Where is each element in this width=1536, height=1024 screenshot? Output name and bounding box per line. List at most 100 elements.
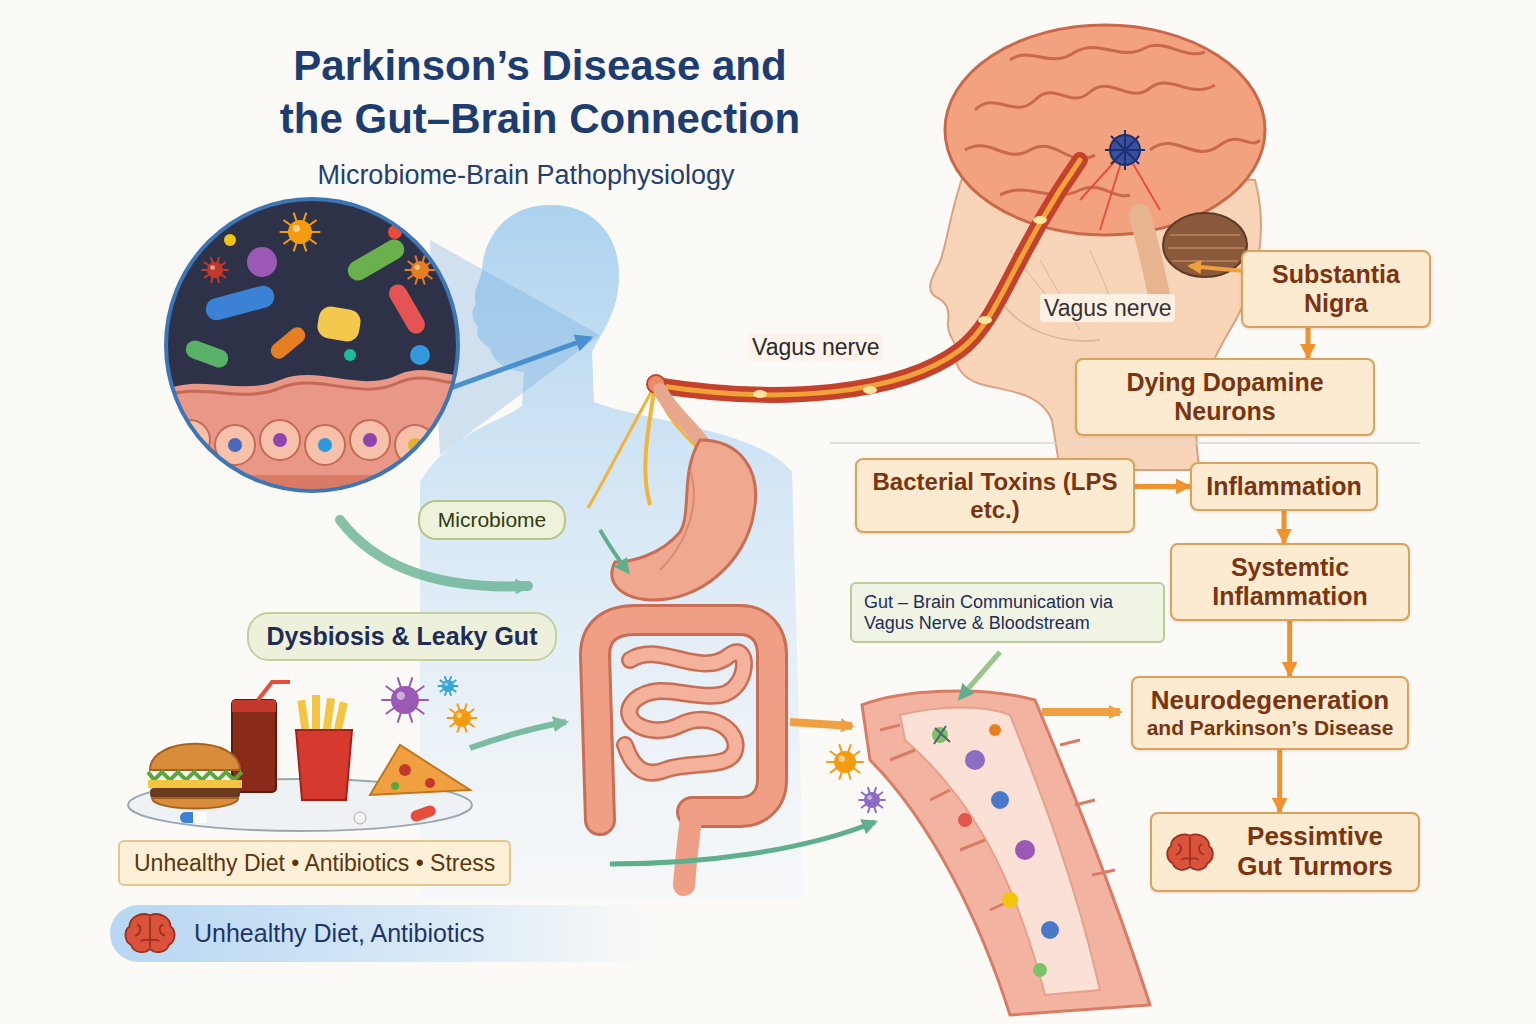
unhealthy-food (152, 798, 238, 809)
microbe (444, 682, 448, 686)
gut-cross-section (989, 724, 1001, 736)
flow-arrow (610, 822, 875, 864)
brain-icon (160, 925, 165, 936)
brain-icon (1199, 844, 1204, 854)
microbiome-closeup (273, 433, 287, 447)
microbiome-closeup (160, 378, 470, 398)
zoom-cone (445, 338, 590, 390)
unhealthy-food (128, 682, 472, 831)
vagus-nerve (863, 386, 877, 394)
node-text: Systemtic Inflammation (1186, 553, 1394, 611)
microbiome-closeup (247, 247, 277, 277)
brain (1140, 215, 1160, 300)
brain-icon (125, 914, 174, 952)
flow-arrow (1042, 708, 1120, 716)
gut-cross-section (991, 791, 1009, 809)
intestines (595, 620, 772, 885)
microbiome-closeup (316, 305, 363, 344)
flow-arrow (600, 530, 628, 572)
pill-label: Dysbiosis & Leaky Gut (247, 612, 558, 661)
brain-icon (1167, 834, 1213, 869)
microbe (201, 257, 228, 283)
gut-cross-section (900, 708, 1100, 996)
outcome-box: Pessimtive Gut Turmors (1150, 812, 1420, 892)
microbe (447, 703, 478, 732)
microbe (210, 265, 215, 270)
microbe (397, 692, 405, 700)
unhealthy-food (399, 764, 411, 776)
microbiome-closeup (350, 420, 390, 460)
brain-icon (1189, 837, 1191, 865)
microbiome-closeup (318, 438, 332, 452)
node-text: Unhealthy Diet • Antibiotics • Stress (134, 850, 495, 876)
diagram-title: Parkinson’s Disease and the Gut–Brain Co… (268, 40, 813, 145)
brain (1150, 139, 1260, 151)
outcome-box: Neurodegenerationand Parkinson’s Disease (1131, 676, 1410, 750)
factor-band: Unhealthy Diet, Antibiotics (110, 905, 660, 962)
microbe (280, 213, 321, 252)
brain (1010, 45, 1205, 60)
microbe (867, 795, 872, 800)
vagus-nerve (588, 385, 655, 508)
microbiome-closeup (160, 195, 470, 515)
process-box: Dying Dopamine Neurons (1075, 358, 1375, 436)
node-text: Unhealthy Diet, Antibiotics (194, 919, 640, 948)
microbe (838, 755, 845, 762)
flow-arrow (790, 722, 852, 726)
intestines (595, 620, 772, 820)
gut-cross-section (965, 750, 985, 770)
node-text: Dying Dopamine Neurons (1091, 368, 1359, 426)
microbe (207, 262, 223, 278)
gut-cross-section (1015, 840, 1035, 860)
process-box: Systemtic Inflammation (1170, 543, 1410, 621)
node-text: Microbiome (438, 508, 547, 532)
body-silhouette (420, 205, 804, 900)
gut-cross-section (862, 691, 1150, 1015)
microbe (834, 751, 856, 773)
vagus-nerve (655, 160, 1080, 395)
brain-icon (141, 940, 150, 942)
brain (1105, 130, 1145, 170)
flow-arrow (1306, 328, 1311, 359)
microbiome-closeup (183, 338, 231, 370)
vagus-nerve (1033, 216, 1047, 224)
node-text: Bacterial Toxins (LPS etc.) (871, 468, 1119, 523)
brain-icon (150, 940, 159, 942)
microbiome-closeup (410, 345, 430, 365)
divider-line (830, 442, 1420, 444)
stomach (660, 390, 702, 442)
gut-cross-section (934, 726, 950, 744)
vagus-nerve (753, 390, 767, 398)
process-box: Bacterial Toxins (LPS etc.) (855, 458, 1135, 533)
intestines (595, 620, 772, 820)
closeup-border (166, 199, 458, 491)
unhealthy-food (425, 778, 435, 788)
brain (1168, 235, 1244, 261)
unhealthy-food (409, 804, 437, 823)
node-text: Inflammation (1206, 472, 1362, 501)
microbe (293, 225, 300, 232)
intestines (625, 652, 744, 772)
subtitle: Microbiome-Brain Pathophysiology (317, 160, 734, 191)
microbe (381, 676, 885, 813)
flow-arrow (1135, 484, 1190, 489)
gut-cross-section (1002, 892, 1018, 908)
flow-arrow (1277, 750, 1282, 812)
stomach (660, 470, 694, 570)
microbiome-closeup (160, 195, 470, 505)
microbe (826, 744, 863, 780)
vagus-nerve (588, 160, 1080, 508)
unhealthy-food (354, 812, 366, 824)
node-text: Neurodegeneration (1147, 686, 1394, 716)
brain-icon (135, 925, 140, 936)
flow-arrow (960, 652, 1000, 698)
microbe (201, 213, 435, 285)
microbe (415, 265, 420, 270)
brain-icon (122, 910, 178, 958)
anatomy-box: Substantia Nigra (1241, 250, 1431, 328)
brain-icon (1164, 830, 1216, 874)
node-text: Pessimtive Gut Turmors (1226, 822, 1404, 882)
unhealthy-food (193, 812, 206, 823)
unhealthy-food (391, 782, 399, 790)
gut-cross-section (880, 725, 1115, 910)
